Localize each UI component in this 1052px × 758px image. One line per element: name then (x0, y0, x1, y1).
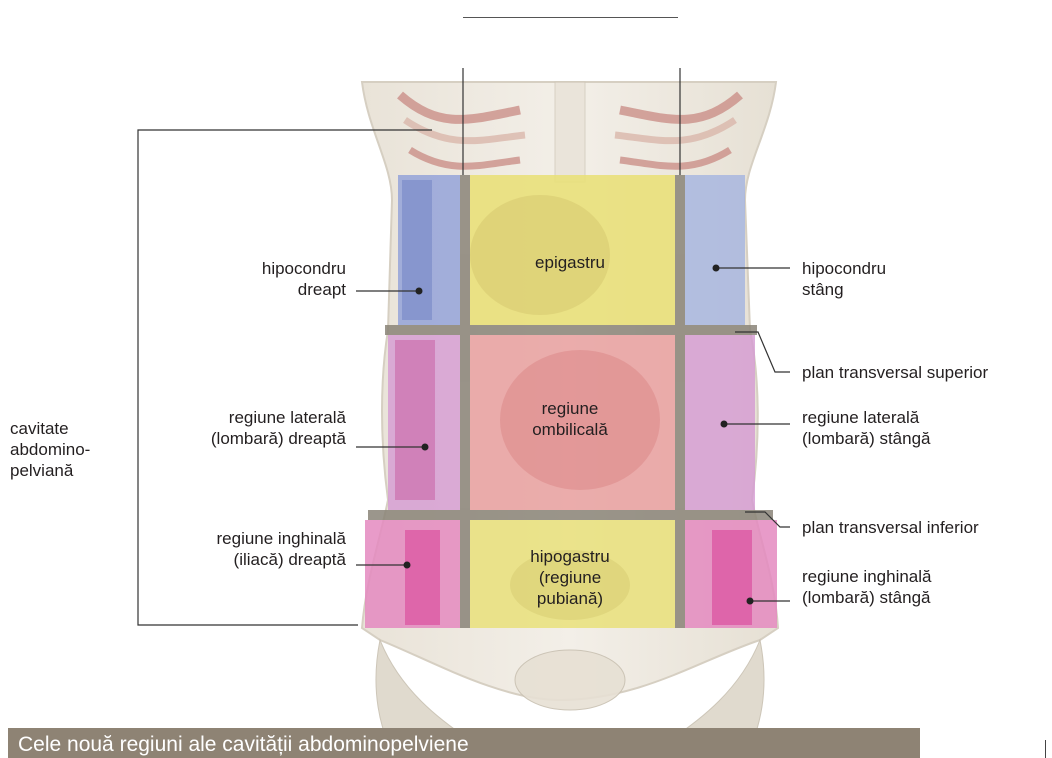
leader-dots (403, 264, 754, 605)
label-lateral-stanga: regiune laterală (lombară) stângă (802, 408, 931, 448)
region-lateral-stanga (685, 335, 755, 510)
label-epigastru: epigastru (535, 253, 605, 272)
label-cavitate: cavitate abdomino- pelviană (10, 419, 91, 480)
leader-lines (356, 267, 790, 602)
label-inghinal-dreapta: regiune inghinală (iliacă) dreaptă (216, 529, 347, 569)
label-hipogastru: hipogastru (regiune pubiană) (530, 547, 610, 608)
label-plan-superior: plan transversal superior (802, 363, 989, 382)
region-lateral-dreapta (388, 335, 460, 510)
label-inghinal-stanga: regiune inghinală (lombară) stângă (802, 567, 932, 607)
label-plan-inferior: plan transversal inferior (802, 518, 979, 537)
region-ombilical (470, 335, 675, 510)
caption-bar (8, 728, 920, 758)
region-hipocondru-stang (685, 175, 745, 325)
top-frame-line (463, 17, 678, 18)
label-ombilical: regiune ombilicală (532, 399, 608, 439)
label-hipocondru-drept: hipocondru dreapt (261, 259, 346, 299)
corner-mark (1045, 740, 1046, 758)
cavity-bracket (137, 129, 432, 626)
figure-caption: Cele nouă regiuni ale cavității abdomino… (18, 733, 469, 756)
division-lines (368, 175, 773, 628)
label-hipocondru-stang: hipocondru stâng (802, 259, 887, 299)
rib-cage (397, 81, 743, 183)
label-lateral-dreapta: regiune laterală (lombară) dreaptă (210, 408, 346, 448)
